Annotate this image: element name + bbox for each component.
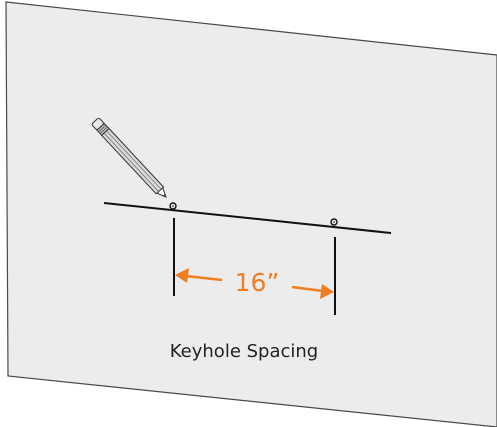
wall-panel [5, 1, 497, 427]
screw-hole-icon-right [330, 218, 338, 226]
diagram-caption: Keyhole Spacing [170, 341, 318, 362]
level-line [103, 202, 392, 234]
screw-hole-icon-left [169, 202, 177, 210]
pencil-icon [91, 117, 167, 198]
dimension-label: 16” [235, 268, 280, 297]
dimension-arrow-right [291, 284, 334, 299]
dimension-arrow-left [175, 268, 223, 283]
